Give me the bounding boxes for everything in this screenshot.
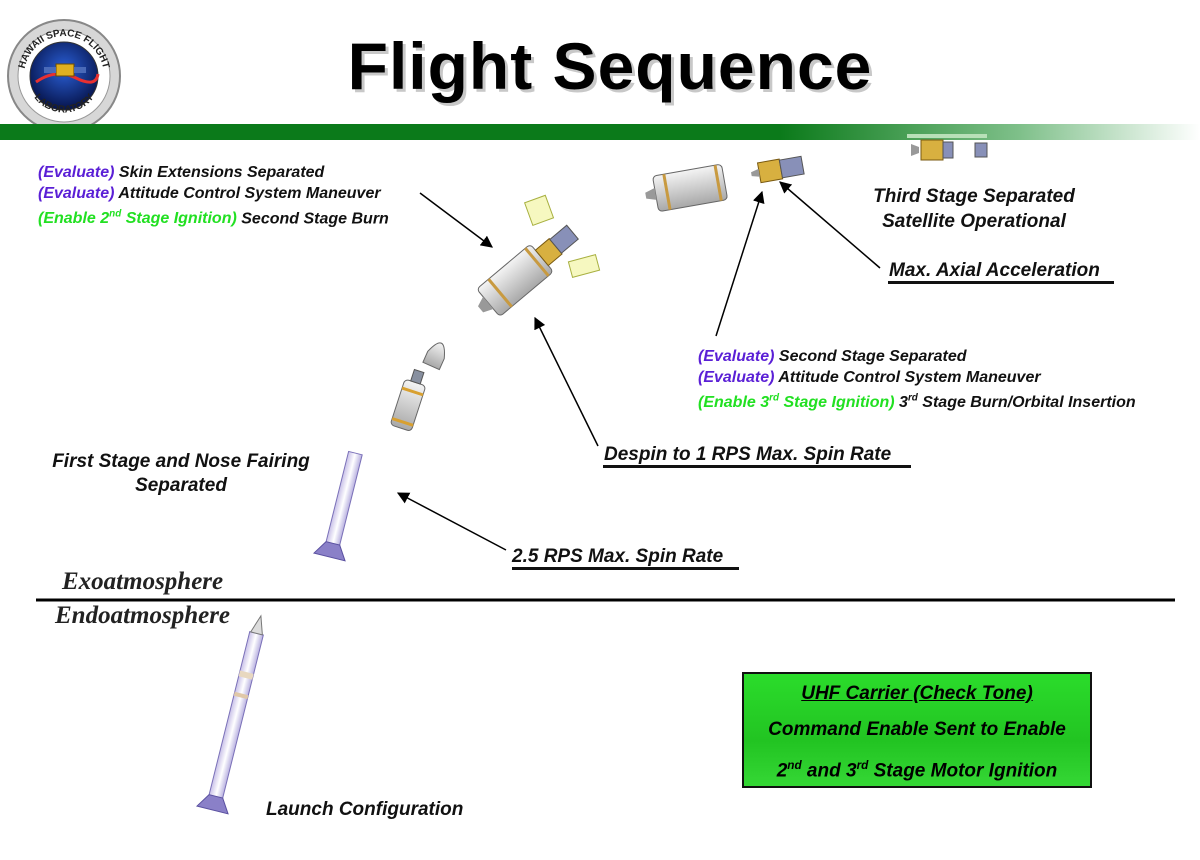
callout-line-2: Command Enable Sent to Enable bbox=[768, 719, 1066, 740]
upper-stages bbox=[390, 368, 426, 431]
evaluate-tag: (Evaluate) bbox=[698, 369, 775, 386]
arrow-second-stage bbox=[715, 190, 765, 337]
second-stage-burn bbox=[477, 224, 579, 316]
first-stage-line-2: Separated bbox=[135, 475, 227, 496]
right-block: (Evaluate) Second Stage Separated (Evalu… bbox=[698, 346, 1136, 413]
third-stage-label: Third Stage Separated Satellite Operatio… bbox=[846, 184, 1102, 234]
arrow-despin bbox=[534, 316, 599, 447]
r-line-2-text: Attitude Control System Maneuver bbox=[774, 369, 1041, 386]
callout-line-3: 2nd and 3rd Stage Motor Ignition bbox=[776, 759, 1058, 782]
enable-tag: (Enable 2nd Stage Ignition) bbox=[38, 209, 237, 228]
arrow-max-axial bbox=[779, 181, 881, 269]
first-stage-line-1: First Stage and Nose Fairing bbox=[52, 451, 310, 472]
ul-line-3-text: Second Stage Burn bbox=[236, 210, 389, 228]
evaluate-tag: (Evaluate) bbox=[698, 348, 775, 365]
max-axial-label: Max. Axial Acceleration bbox=[889, 260, 1100, 281]
nose-fairing bbox=[422, 342, 445, 371]
despin-label: Despin to 1 RPS Max. Spin Rate bbox=[604, 444, 892, 465]
launch-rocket bbox=[195, 614, 264, 815]
evaluate-tag: (Evaluate) bbox=[38, 185, 115, 202]
enable-tag: (Enable 3rd Stage Ignition) bbox=[698, 393, 895, 412]
ul-line-1-text: Skin Extensions Separated bbox=[114, 164, 325, 181]
r-line-1-text: Second Stage Separated bbox=[774, 348, 967, 365]
first-stage bbox=[312, 450, 363, 562]
arrow-spin-rate bbox=[396, 492, 507, 551]
uhf-callout-box: UHF Carrier (Check Tone) Command Enable … bbox=[742, 672, 1092, 788]
r-line-3: (Enable 3rd Stage Ignition) 3rd Stage Bu… bbox=[698, 388, 1136, 413]
ul-line-2-text: Attitude Control System Maneuver bbox=[114, 185, 381, 202]
skin-extension-1 bbox=[523, 194, 555, 227]
r-line-2: (Evaluate) Attitude Control System Maneu… bbox=[698, 367, 1136, 388]
ul-line-3: (Enable 2nd Stage Ignition) Second Stage… bbox=[38, 204, 389, 229]
r-line-1: (Evaluate) Second Stage Separated bbox=[698, 346, 1136, 367]
spin-rate-label: 2.5 RPS Max. Spin Rate bbox=[512, 546, 724, 567]
ul-line-2: (Evaluate) Attitude Control System Maneu… bbox=[38, 183, 389, 204]
third-stage-line-2: Satellite Operational bbox=[882, 211, 1066, 232]
endoatmosphere-label: Endoatmosphere bbox=[55, 602, 231, 629]
slide-title: Flight Sequence bbox=[347, 29, 873, 103]
satellite bbox=[907, 134, 988, 161]
launch-config-label: Launch Configuration bbox=[266, 799, 464, 820]
third-stage-line-1: Third Stage Separated bbox=[873, 186, 1075, 207]
r-line-3-text: 3rd Stage Burn/Orbital Insertion bbox=[894, 393, 1136, 412]
evaluate-tag: (Evaluate) bbox=[38, 164, 115, 181]
header-bar bbox=[0, 124, 1200, 140]
hsfl-logo: HAWAII SPACE FLIGHT LABORATORY bbox=[7, 19, 121, 133]
exoatmosphere-label: Exoatmosphere bbox=[62, 568, 224, 595]
ul-line-1: (Evaluate) Skin Extensions Separated bbox=[38, 162, 389, 183]
upper-left-block: (Evaluate) Skin Extensions Separated (Ev… bbox=[38, 162, 389, 229]
arrow-upper-left bbox=[419, 192, 493, 248]
second-stage-separated bbox=[645, 164, 728, 212]
first-stage-label: First Stage and Nose Fairing Separated bbox=[32, 450, 330, 498]
callout-line-1: UHF Carrier (Check Tone) bbox=[801, 683, 1033, 704]
third-stage bbox=[751, 155, 805, 184]
skin-extension-2 bbox=[567, 254, 601, 278]
